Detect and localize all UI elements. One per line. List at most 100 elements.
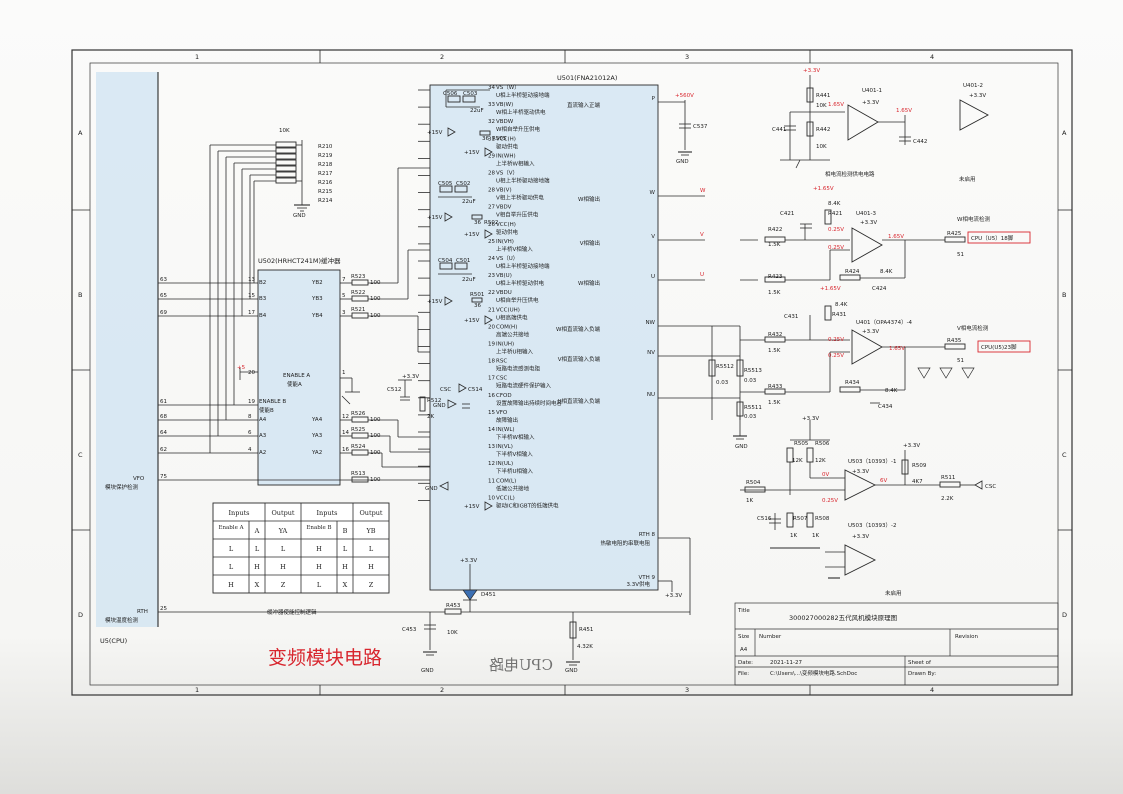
u501-pin-22-desc: 下半桥U相输入 bbox=[496, 467, 534, 475]
tb-title: 300027000282五代风机模块原理图 bbox=[789, 613, 897, 622]
cpu-w-pin: CPU（U5）18脚 bbox=[971, 234, 1014, 242]
u501-pin-9-desc: 上半桥V相输入 bbox=[496, 245, 533, 253]
res-r509: R509 bbox=[912, 463, 927, 469]
u501-rpin-4-label: W相直流输入负端 bbox=[556, 325, 600, 333]
res-r501-val: 36 bbox=[474, 303, 481, 309]
res-r218: R218 bbox=[318, 162, 333, 168]
res-r5511: R5511 bbox=[744, 405, 762, 411]
u501-rpin-6-label: U相直流输入负端 bbox=[557, 397, 600, 405]
res-r216: R216 bbox=[318, 180, 333, 186]
cap-c431: C431 bbox=[784, 314, 798, 320]
u501-pin-24-name: VCC(L) bbox=[496, 495, 515, 501]
u502-pin-6: 6 bbox=[248, 430, 252, 436]
cpu-rth: RTH bbox=[137, 609, 148, 615]
u501-pin-17-name: CSC bbox=[496, 376, 507, 382]
p165v-w: +1.65V bbox=[813, 186, 834, 192]
u502-outline bbox=[257, 269, 341, 486]
v-phase-amp bbox=[740, 305, 975, 404]
res-r442-val: 10K bbox=[816, 144, 827, 150]
u502-pin-1: 1 bbox=[342, 370, 346, 376]
res-r507-val: 1K bbox=[790, 533, 797, 539]
title-block bbox=[734, 602, 1059, 686]
tt-head2-3: Enable B bbox=[306, 525, 331, 531]
res-r523-val: 100 bbox=[370, 280, 381, 286]
tb-date: 2021-11-27 bbox=[770, 660, 802, 666]
p15v-2: +15V bbox=[464, 150, 480, 156]
u501-pin-24-num: 10 bbox=[488, 495, 495, 501]
cpu-pin-25: 25 bbox=[160, 606, 167, 612]
u501-pin-14-num: 20 bbox=[488, 324, 495, 330]
u501-pin-21-num: 13 bbox=[488, 444, 495, 450]
res-r433-val: 1.5K bbox=[768, 400, 781, 406]
u501-pin-11-desc: U相上半桥驱动供电 bbox=[496, 279, 545, 287]
u501-rpin-8-label: 3.3V供电 bbox=[626, 580, 650, 588]
res-r524-val: 100 bbox=[370, 450, 381, 456]
res-r504-val: 1K bbox=[746, 498, 753, 504]
tt-cell-1-2: H bbox=[280, 563, 286, 571]
u502-pin-yb4: YB4 bbox=[311, 313, 323, 319]
p33v-r509: +3.3V bbox=[903, 443, 920, 449]
truth-table-caption: 缓冲器使能控制逻辑 bbox=[267, 608, 317, 616]
u501-pin-23-desc: 低端公共接地 bbox=[496, 484, 530, 492]
u501-pin-23-name: COM(L) bbox=[496, 478, 516, 484]
u502-enable-b-cn: 使能B bbox=[259, 406, 274, 414]
res-r524: R524 bbox=[351, 444, 366, 450]
cap-c512: C512 bbox=[387, 387, 401, 393]
v025-w2: 0.25V bbox=[828, 245, 844, 251]
u501-pin-24-desc: 驱动IC和IGBT的低端供电 bbox=[496, 501, 559, 509]
cpu-pin-61: 61 bbox=[160, 399, 167, 405]
p33v-rth: +3.3V bbox=[460, 558, 477, 564]
p15v-4: +15V bbox=[464, 232, 480, 238]
res-r5513-val: 0.03 bbox=[744, 378, 757, 384]
p15v-arrows bbox=[444, 127, 493, 511]
res-r421-val: 8.4K bbox=[828, 201, 841, 207]
u502-pin-20: 20 bbox=[248, 370, 255, 376]
res-r509-val: 4K7 bbox=[912, 479, 923, 485]
res-r453: R453 bbox=[446, 603, 461, 609]
tt-cell-1-5: H bbox=[368, 563, 374, 571]
u501-body bbox=[430, 85, 658, 590]
u502-pin-13: 13 bbox=[248, 277, 255, 283]
u501-rpin-1-num: W bbox=[650, 190, 656, 196]
res-r507: R507 bbox=[793, 516, 808, 522]
grid-row-d-right: D bbox=[1062, 611, 1067, 619]
u501-pin-5-num: 28 bbox=[488, 171, 495, 177]
current-sense-unused: 未启用 bbox=[959, 175, 976, 183]
u501-rpin-2-num: V bbox=[651, 234, 655, 240]
u501-pin-18-desc: 设置故障输出持续时间电容 bbox=[496, 399, 563, 407]
res-r423-val: 1.5K bbox=[768, 290, 781, 296]
cpu-rth-label: 模块温度检测 bbox=[105, 616, 139, 624]
v025-w1: 0.25V bbox=[828, 227, 844, 233]
u502-pin-7: 7 bbox=[342, 277, 346, 283]
outer-frame bbox=[71, 49, 1073, 696]
csc-label-1: CSC bbox=[440, 387, 451, 393]
u501-pin-16-name: RSC bbox=[496, 359, 507, 365]
tt-cell-0-1: L bbox=[255, 545, 260, 553]
res-r424: R424 bbox=[845, 269, 860, 275]
grid-markers: 1 2 3 4 1 2 3 4 A B C D A B C D bbox=[72, 50, 1072, 695]
tt-head2-5: YB bbox=[365, 527, 375, 535]
csc-network bbox=[398, 379, 470, 491]
u502-pin-14: 14 bbox=[342, 430, 349, 436]
u501-pin-0-name: VS（W） bbox=[496, 84, 520, 91]
u501-rpin-7-label: 热敏电阻的串联电阻 bbox=[600, 539, 650, 547]
res-r421: R421 bbox=[828, 211, 842, 217]
cap-c502-val: 22uF bbox=[462, 199, 476, 205]
u501-rpin-0-label: 直流输入正端 bbox=[567, 101, 601, 109]
res-r435-val: 51 bbox=[957, 358, 964, 364]
u501-pin-3-num: 31 bbox=[488, 136, 495, 142]
u501-pin-7-num: 27 bbox=[488, 205, 495, 211]
res-r451-val: 4.32K bbox=[577, 644, 593, 650]
u501-pin-6-name: VB(V) bbox=[496, 188, 512, 194]
res-r431: R431 bbox=[832, 312, 846, 318]
u501-pin-19-name: VFO bbox=[496, 410, 508, 416]
grid-row-b-right: B bbox=[1062, 291, 1066, 299]
u501-pin-1-name: VB(W) bbox=[496, 102, 513, 108]
tt-head2-2: YA bbox=[278, 527, 288, 535]
cap-c453: C453 bbox=[402, 627, 417, 633]
v165-w: 1.65V bbox=[888, 234, 904, 240]
